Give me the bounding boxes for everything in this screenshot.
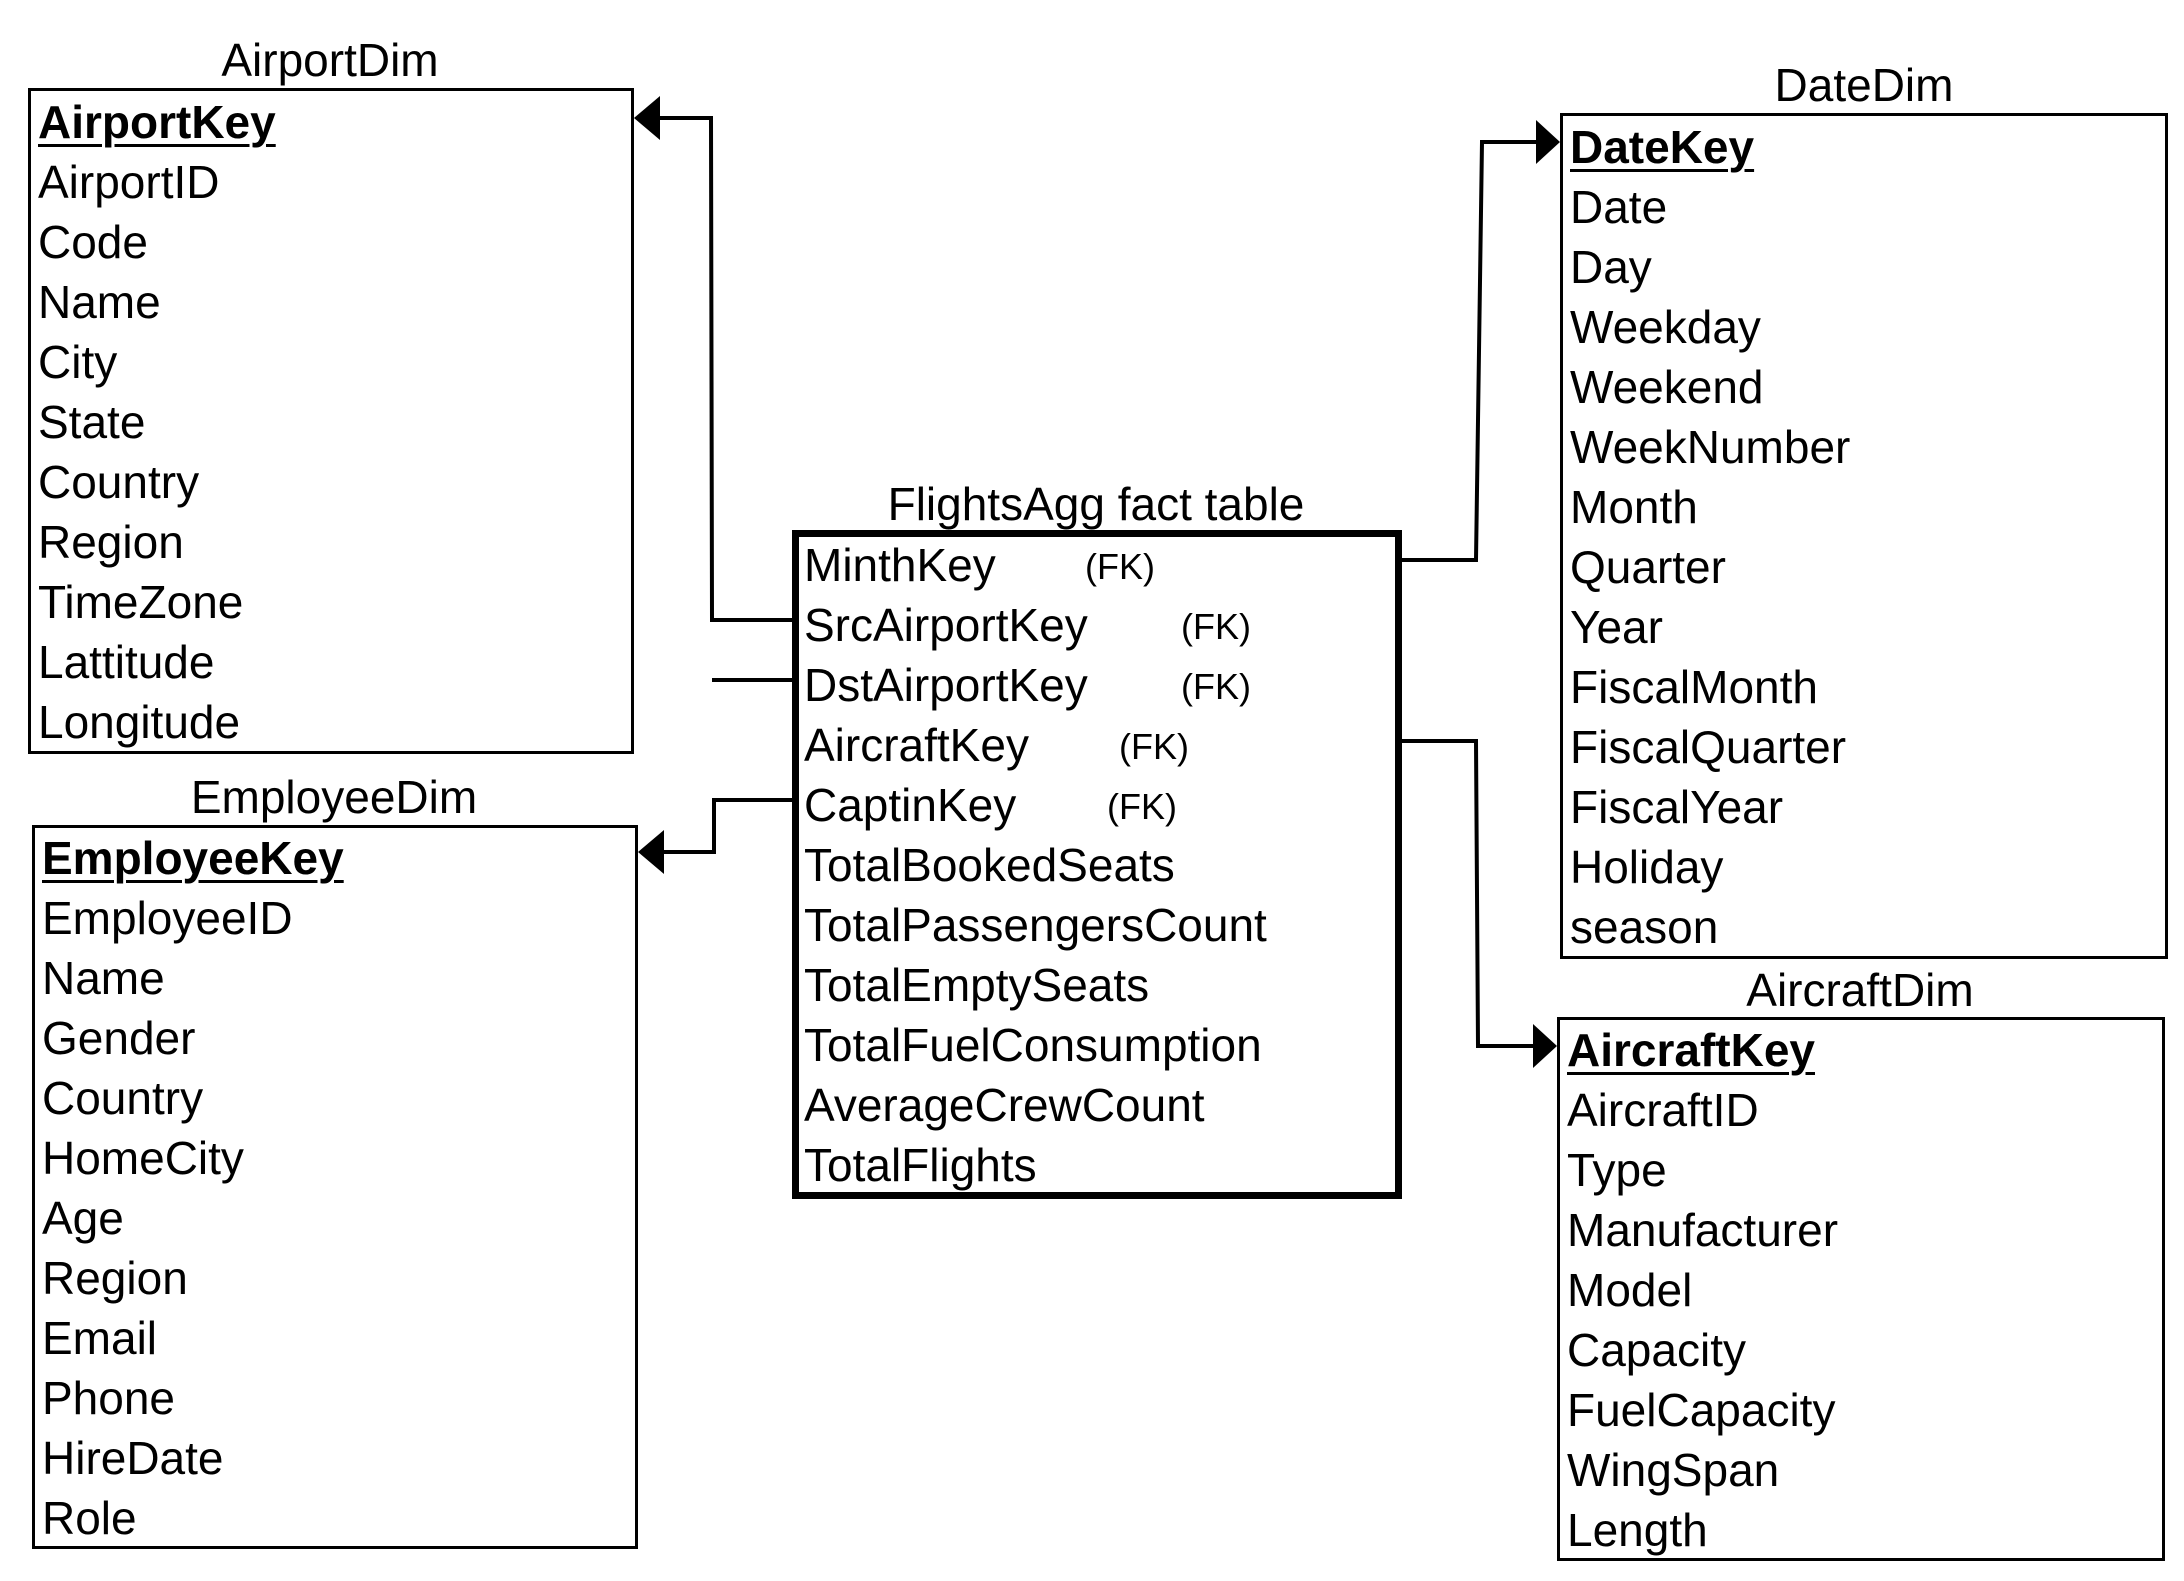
employee-key-field: EmployeeKey	[42, 832, 344, 884]
airport-dim-table: AirportKey AirportID Code Name City Stat…	[28, 88, 634, 754]
airport-field: Name	[38, 276, 161, 328]
date-field: Weekday	[1570, 301, 1761, 353]
airport-field: TimeZone	[38, 576, 244, 628]
employee-dim-title: EmployeeDim	[190, 771, 478, 823]
arrowhead-employee	[638, 830, 664, 874]
employee-field: EmployeeID	[42, 892, 293, 944]
airport-field: City	[38, 336, 118, 388]
employee-field: Country	[42, 1072, 204, 1124]
fk-marker: (FK)	[1181, 606, 1251, 647]
aircraft-field: Capacity	[1567, 1324, 1746, 1376]
date-field: FiscalMonth	[1570, 661, 1818, 713]
fact-measure: TotalFuelConsumption	[804, 1019, 1262, 1071]
date-field: FiscalQuarter	[1570, 721, 1847, 773]
employee-field: Name	[42, 952, 165, 1004]
fact-table-title: FlightsAgg fact table	[887, 478, 1305, 530]
connector-src-airport	[660, 116, 792, 622]
airport-field: State	[38, 396, 146, 448]
fk-marker: (FK)	[1085, 546, 1155, 587]
fact-foreign-key: MinthKey	[804, 539, 996, 591]
fact-measure: TotalBookedSeats	[804, 839, 1175, 891]
fk-marker: (FK)	[1119, 726, 1189, 767]
employee-dim-table: EmployeeKey EmployeeID Name Gender Count…	[32, 825, 638, 1549]
employee-field: Email	[42, 1312, 158, 1364]
fk-marker: (FK)	[1107, 786, 1177, 827]
employee-field: Region	[42, 1252, 188, 1304]
fact-measure: TotalPassengersCount	[804, 899, 1267, 951]
fact-measure: TotalEmptySeats	[804, 959, 1150, 1011]
fact-foreign-key: CaptinKey	[804, 779, 1017, 831]
arrowhead-date	[1536, 120, 1560, 164]
date-field: Month	[1570, 481, 1698, 533]
fact-foreign-key: AircraftKey	[804, 719, 1029, 771]
date-field: Date	[1570, 181, 1668, 233]
fact-foreign-key: SrcAirportKey	[804, 599, 1088, 651]
employee-field: HireDate	[42, 1432, 224, 1484]
airport-field: Lattitude	[38, 636, 215, 688]
date-field: Holiday	[1570, 841, 1724, 893]
arrowhead-airport	[634, 96, 660, 140]
fk-marker: (FK)	[1181, 666, 1251, 707]
connector-captin-employee	[664, 798, 792, 854]
airport-field: Country	[38, 456, 200, 508]
aircraft-field: FuelCapacity	[1567, 1384, 1836, 1436]
fact-measure: AverageCrewCount	[804, 1079, 1205, 1131]
date-field: Quarter	[1570, 541, 1726, 593]
employee-field: Phone	[42, 1372, 176, 1424]
airport-field: Longitude	[38, 696, 241, 748]
airport-dim-title: AirportDim	[221, 34, 439, 86]
aircraft-field: AircraftID	[1567, 1084, 1759, 1136]
airport-key-field: AirportKey	[38, 96, 276, 148]
employee-field: Gender	[42, 1012, 196, 1064]
aircraft-dim-title: AircraftDim	[1746, 964, 1974, 1016]
fact-measure: TotalFlights	[804, 1139, 1037, 1191]
date-dim-table: DateKey Date Day Weekday Weekend WeekNum…	[1560, 113, 2168, 959]
date-field: FiscalYear	[1570, 781, 1784, 833]
aircraft-key-field: AircraftKey	[1567, 1024, 1815, 1076]
airport-field: Code	[38, 216, 148, 268]
connector-aircraft	[1402, 739, 1538, 1048]
date-key-field: DateKey	[1570, 121, 1755, 173]
date-field: WeekNumber	[1570, 421, 1851, 473]
aircraft-field: Length	[1567, 1504, 1708, 1556]
employee-field: Age	[42, 1192, 124, 1244]
aircraft-dim-table: AircraftKey AircraftID Type Manufacturer…	[1557, 1017, 2165, 1561]
aircraft-field: Model	[1567, 1264, 1693, 1316]
fact-foreign-key: DstAirportKey	[804, 659, 1088, 711]
date-field: Weekend	[1570, 361, 1764, 413]
date-field: Year	[1570, 601, 1663, 653]
arrowhead-aircraft	[1533, 1024, 1557, 1068]
connector-minth-date	[1402, 140, 1540, 562]
aircraft-field: WingSpan	[1567, 1444, 1780, 1496]
aircraft-field: Type	[1567, 1144, 1667, 1196]
airport-field: AirportID	[38, 156, 220, 208]
employee-field: Role	[42, 1492, 137, 1544]
fact-table: MinthKey (FK) SrcAirportKey (FK) DstAirp…	[792, 530, 1402, 1199]
date-dim-title: DateDim	[1774, 59, 1954, 111]
aircraft-field: Manufacturer	[1567, 1204, 1839, 1256]
airport-field: Region	[38, 516, 184, 568]
employee-field: HomeCity	[42, 1132, 244, 1184]
date-field: Day	[1570, 241, 1652, 293]
date-field: season	[1570, 901, 1719, 953]
